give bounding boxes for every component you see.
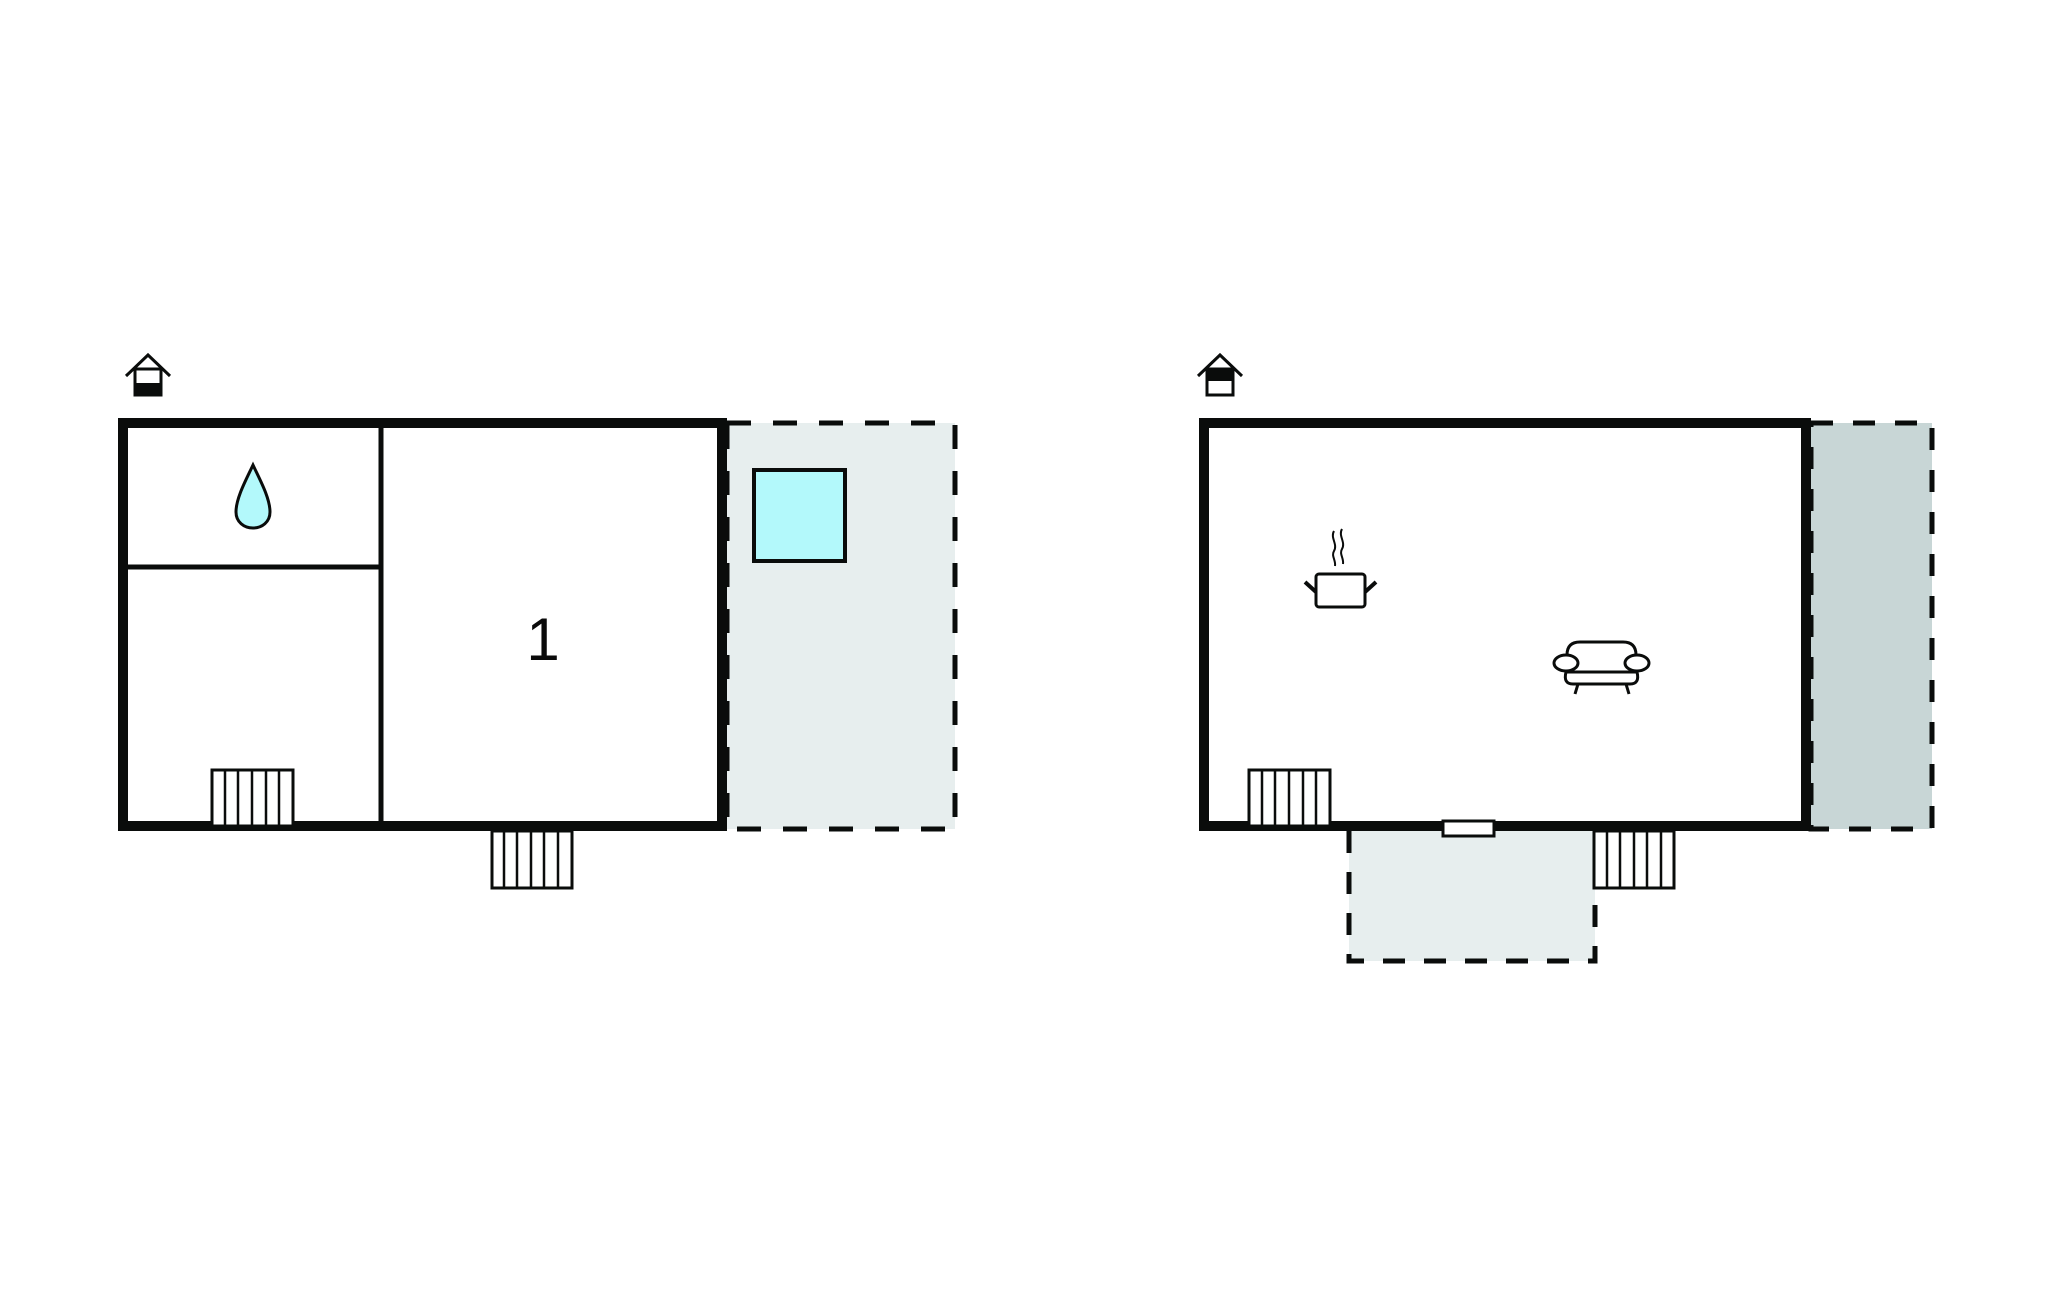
pool-icon xyxy=(752,468,847,563)
entrance-staircase-icon xyxy=(1592,829,1676,890)
lower-floor-plan: 1 xyxy=(118,352,958,890)
front-terrace xyxy=(1346,831,1598,964)
house-lower-level-icon xyxy=(124,352,172,397)
house-upper-level-icon xyxy=(1196,352,1244,397)
upper-floor-plan xyxy=(1196,352,1935,964)
bedroom-number-label: 1 xyxy=(526,606,559,673)
sofa-icon xyxy=(1552,640,1651,695)
window-icon xyxy=(1441,819,1496,838)
side-terrace xyxy=(1808,420,1935,832)
exterior-wall xyxy=(118,418,727,831)
exterior-wall xyxy=(1199,418,1811,831)
entrance-staircase-icon xyxy=(490,829,574,890)
water-drop-icon xyxy=(234,461,272,530)
staircase-icon xyxy=(210,768,295,828)
staircase-icon xyxy=(1247,768,1332,828)
cooking-pot-icon xyxy=(1303,528,1378,609)
